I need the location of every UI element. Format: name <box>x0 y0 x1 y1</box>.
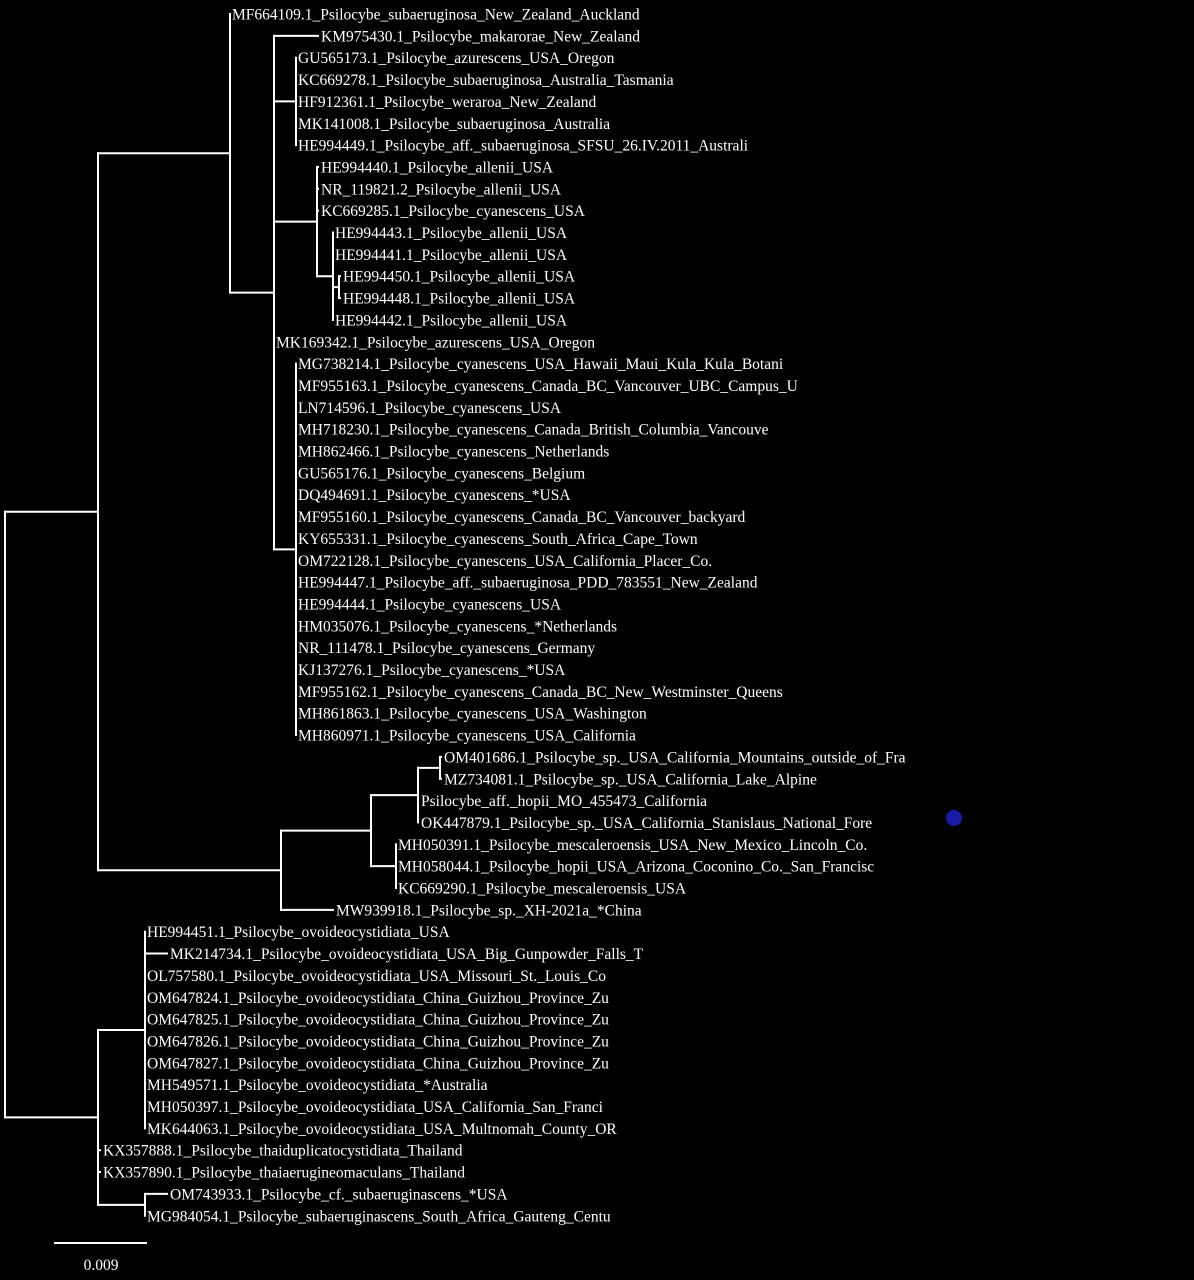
taxon-label: DQ494691.1_Psilocybe_cyanescens_*USA <box>298 487 571 504</box>
taxon-label: OM401686.1_Psilocybe_sp._USA_California_… <box>444 749 906 766</box>
taxon-label: LN714596.1_Psilocybe_cyanescens_USA <box>298 400 562 417</box>
taxon-label: HM035076.1_Psilocybe_cyanescens_*Netherl… <box>298 618 617 635</box>
taxon-label: NR_111478.1_Psilocybe_cyanescens_Germany <box>298 640 595 657</box>
taxon-label: MH050391.1_Psilocybe_mescaleroensis_USA_… <box>398 837 867 854</box>
taxon-label: MK169342.1_Psilocybe_azurescens_USA_Oreg… <box>276 334 595 351</box>
taxon-label: MZ734081.1_Psilocybe_sp._USA_California_… <box>444 771 817 788</box>
taxon-label: MH050397.1_Psilocybe_ovoideocystidiata_U… <box>147 1099 604 1116</box>
taxon-label: MF664109.1_Psilocybe_subaeruginosa_New_Z… <box>232 7 640 24</box>
taxon-label: MF955160.1_Psilocybe_cyanescens_Canada_B… <box>298 509 745 526</box>
taxon-label: OM647825.1_Psilocybe_ovoideocystidiata_C… <box>147 1012 609 1029</box>
taxon-labels: MF664109.1_Psilocybe_subaeruginosa_New_Z… <box>103 7 906 1226</box>
taxon-label: MG984054.1_Psilocybe_subaeruginascens_So… <box>147 1208 611 1225</box>
taxon-label: MF955163.1_Psilocybe_cyanescens_Canada_B… <box>298 378 798 395</box>
taxon-label: HF912361.1_Psilocybe_weraroa_New_Zealand <box>298 94 597 111</box>
taxon-label: MH058044.1_Psilocybe_hopii_USA_Arizona_C… <box>398 859 874 876</box>
taxon-label: MK141008.1_Psilocybe_subaeruginosa_Austr… <box>298 116 610 133</box>
taxon-label: NR_119821.2_Psilocybe_allenii_USA <box>321 181 562 198</box>
taxon-label: KC669278.1_Psilocybe_subaeruginosa_Austr… <box>298 72 674 89</box>
taxon-label: OK447879.1_Psilocybe_sp._USA_California_… <box>421 815 872 832</box>
taxon-label: KX357890.1_Psilocybe_thaiaerugineomacula… <box>103 1165 465 1182</box>
taxon-label: GU565173.1_Psilocybe_azurescens_USA_Oreg… <box>298 50 615 67</box>
taxon-label: KX357888.1_Psilocybe_thaiduplicatocystid… <box>103 1143 463 1160</box>
taxon-label: MG738214.1_Psilocybe_cyanescens_USA_Hawa… <box>298 356 784 373</box>
taxon-label: MK644063.1_Psilocybe_ovoideocystidiata_U… <box>147 1121 617 1138</box>
taxon-label: HE994441.1_Psilocybe_allenii_USA <box>335 247 568 264</box>
taxon-label: MK214734.1_Psilocybe_ovoideocystidiata_U… <box>170 946 644 963</box>
taxon-label: MH549571.1_Psilocybe_ovoideocystidiata_*… <box>147 1077 488 1094</box>
taxon-label: MH718230.1_Psilocybe_cyanescens_Canada_B… <box>298 422 769 439</box>
taxon-label: OM647826.1_Psilocybe_ovoideocystidiata_C… <box>147 1033 609 1050</box>
taxon-label: GU565176.1_Psilocybe_cyanescens_Belgium <box>298 465 585 482</box>
taxon-label: MH862466.1_Psilocybe_cyanescens_Netherla… <box>298 444 609 461</box>
taxon-label: Psilocybe_aff._hopii_MO_455473_Californi… <box>421 793 707 810</box>
scale-bar-label: 0.009 <box>84 1257 119 1274</box>
taxon-label: OM647827.1_Psilocybe_ovoideocystidiata_C… <box>147 1055 609 1072</box>
taxon-label: HE994442.1_Psilocybe_allenii_USA <box>335 312 568 329</box>
taxon-label: KC669290.1_Psilocybe_mescaleroensis_USA <box>398 881 687 898</box>
taxon-label: OL757580.1_Psilocybe_ovoideocystidiata_U… <box>147 968 606 985</box>
tree-branches <box>4 13 442 1217</box>
taxon-label: HE994450.1_Psilocybe_allenii_USA <box>343 269 576 286</box>
taxon-label: OM743933.1_Psilocybe_cf._subaeruginascen… <box>170 1186 508 1203</box>
taxon-label: HE994444.1_Psilocybe_cyanescens_USA <box>298 596 562 613</box>
taxon-label: KY655331.1_Psilocybe_cyanescens_South_Af… <box>298 531 698 548</box>
taxon-label: HE994443.1_Psilocybe_allenii_USA <box>335 225 568 242</box>
taxon-label: HE994449.1_Psilocybe_aff._subaeruginosa_… <box>298 138 749 155</box>
taxon-label: OM647824.1_Psilocybe_ovoideocystidiata_C… <box>147 990 609 1007</box>
taxon-label: MH860971.1_Psilocybe_cyanescens_USA_Cali… <box>298 728 636 745</box>
taxon-label: HE994451.1_Psilocybe_ovoideocystidiata_U… <box>147 924 450 941</box>
taxon-label: HE994447.1_Psilocybe_aff._subaeruginosa_… <box>298 575 758 592</box>
taxon-label: KJ137276.1_Psilocybe_cyanescens_*USA <box>298 662 566 679</box>
taxon-label: MF955162.1_Psilocybe_cyanescens_Canada_B… <box>298 684 783 701</box>
taxon-label: OM722128.1_Psilocybe_cyanescens_USA_Cali… <box>298 553 712 570</box>
scale-bar: 0.009 <box>54 1242 147 1274</box>
taxon-label: KM975430.1_Psilocybe_makarorae_New_Zeala… <box>321 28 640 45</box>
taxon-label: MH861863.1_Psilocybe_cyanescens_USA_Wash… <box>298 706 647 723</box>
taxon-label: HE994440.1_Psilocybe_allenii_USA <box>321 159 554 176</box>
taxon-label: HE994448.1_Psilocybe_allenii_USA <box>343 291 576 308</box>
taxon-label: KC669285.1_Psilocybe_cyanescens_USA <box>321 203 586 220</box>
taxon-label: MW939918.1_Psilocybe_sp._XH-2021a_*China <box>336 902 642 919</box>
highlight-marker <box>946 810 962 826</box>
